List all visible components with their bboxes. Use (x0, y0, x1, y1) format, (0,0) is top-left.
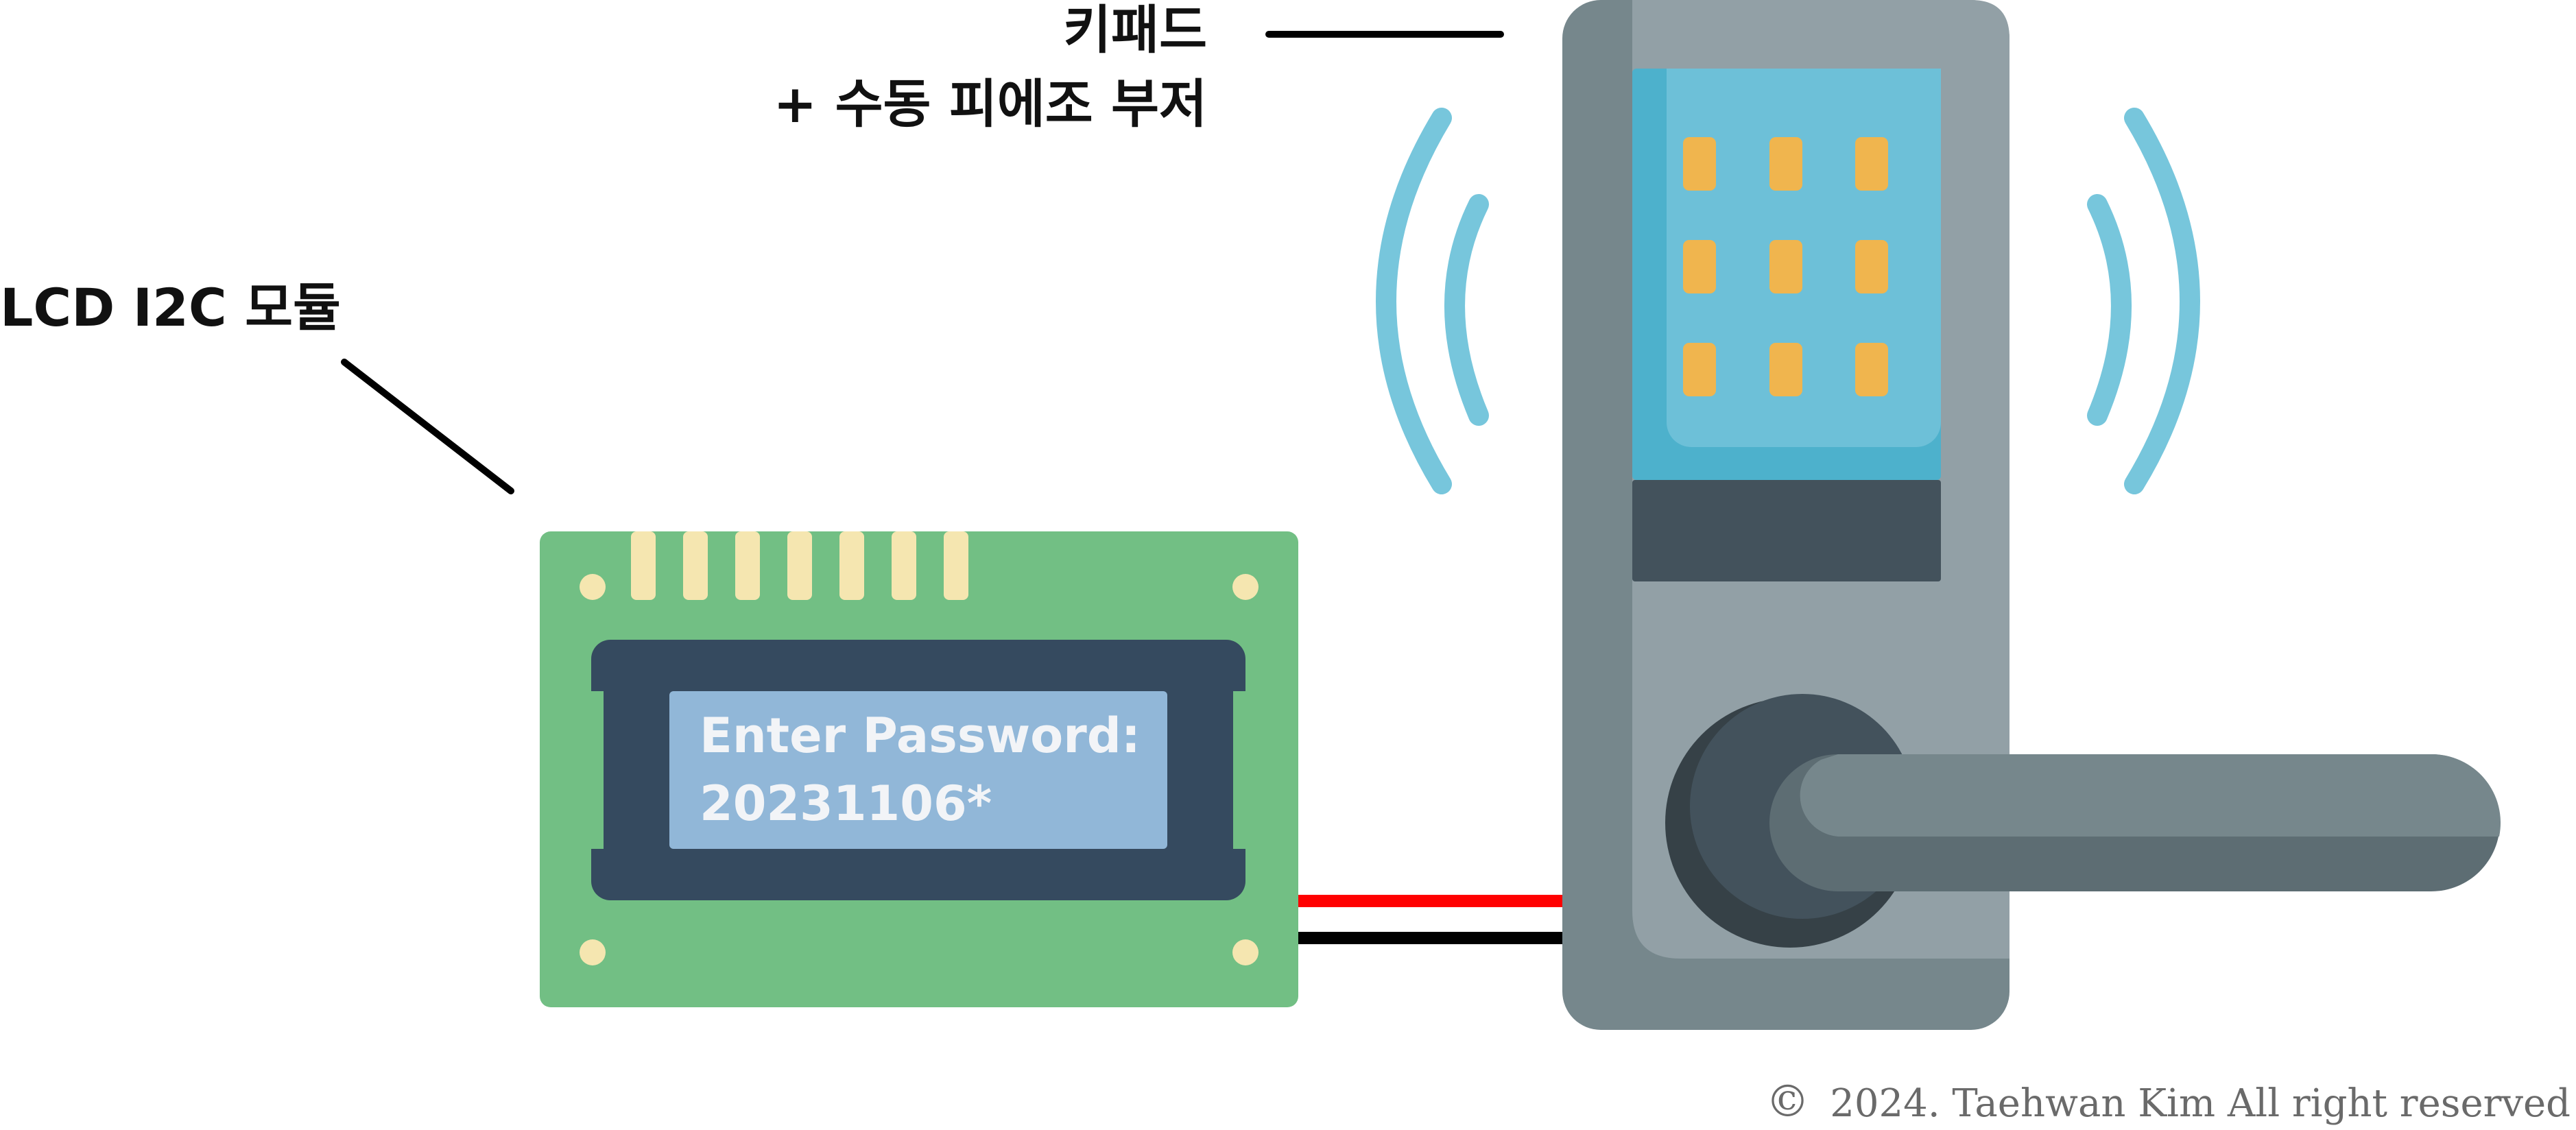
header-pin (944, 531, 968, 600)
lcd-module-label: LCD I2C 모듈 (0, 277, 341, 338)
header-pin (787, 531, 812, 600)
keypad-button (1855, 137, 1888, 191)
header-pins (631, 531, 968, 600)
keypad-label-line2: + 수동 피에조 부저 (774, 73, 1208, 134)
mounting-hole (1232, 574, 1259, 600)
lcd-bezel-notch (1233, 691, 1252, 849)
door-lock (1562, 0, 2501, 1030)
door-handle (1665, 694, 2501, 948)
signal-waves (1376, 108, 2200, 494)
header-pin (683, 531, 708, 600)
lcd-bezel-notch (584, 691, 604, 849)
mounting-hole (1232, 939, 1259, 965)
keypad-button (1683, 137, 1716, 191)
lcd-screen (669, 691, 1167, 849)
keypad-button (1769, 240, 1802, 293)
lcd-line-2: 20231106* (700, 776, 992, 832)
keypad (1632, 69, 1941, 480)
header-pin (839, 531, 864, 600)
copyright-symbol: © (1765, 1077, 1809, 1127)
header-pin (892, 531, 916, 600)
signal-wave-left-outer (1376, 108, 1452, 494)
keypad-button (1683, 343, 1716, 396)
keypad-label-line1: 키패드 (1063, 0, 1207, 60)
keypad-button (1683, 240, 1716, 293)
header-pin (631, 531, 656, 600)
keypad-button (1855, 343, 1888, 396)
signal-wave-right-inner (2087, 194, 2132, 426)
lcd-leader-line (341, 359, 514, 494)
keypad-button (1769, 343, 1802, 396)
keypad-bottom-band (1632, 480, 1941, 581)
keypad-button (1855, 240, 1888, 293)
wires (1289, 895, 1571, 944)
keypad-button (1769, 137, 1802, 191)
lcd-i2c-module: Enter Password: 20231106* (540, 531, 1298, 1007)
mounting-hole (580, 574, 606, 600)
mounting-holes (580, 574, 1259, 965)
copyright-text: 2024. Taehwan Kim All right reserved (1830, 1081, 2571, 1126)
handle-lever-top (1800, 754, 2501, 837)
header-pin (735, 531, 760, 600)
signal-wave-left-inner (1444, 194, 1489, 426)
copyright-notice: © 2024. Taehwan Kim All right reserved (1765, 1077, 2571, 1127)
mounting-hole (580, 939, 606, 965)
lcd-display: Enter Password: 20231106* (584, 640, 1252, 900)
lcd-line-1: Enter Password: (700, 708, 1141, 764)
signal-wave-right-outer (2124, 108, 2200, 494)
